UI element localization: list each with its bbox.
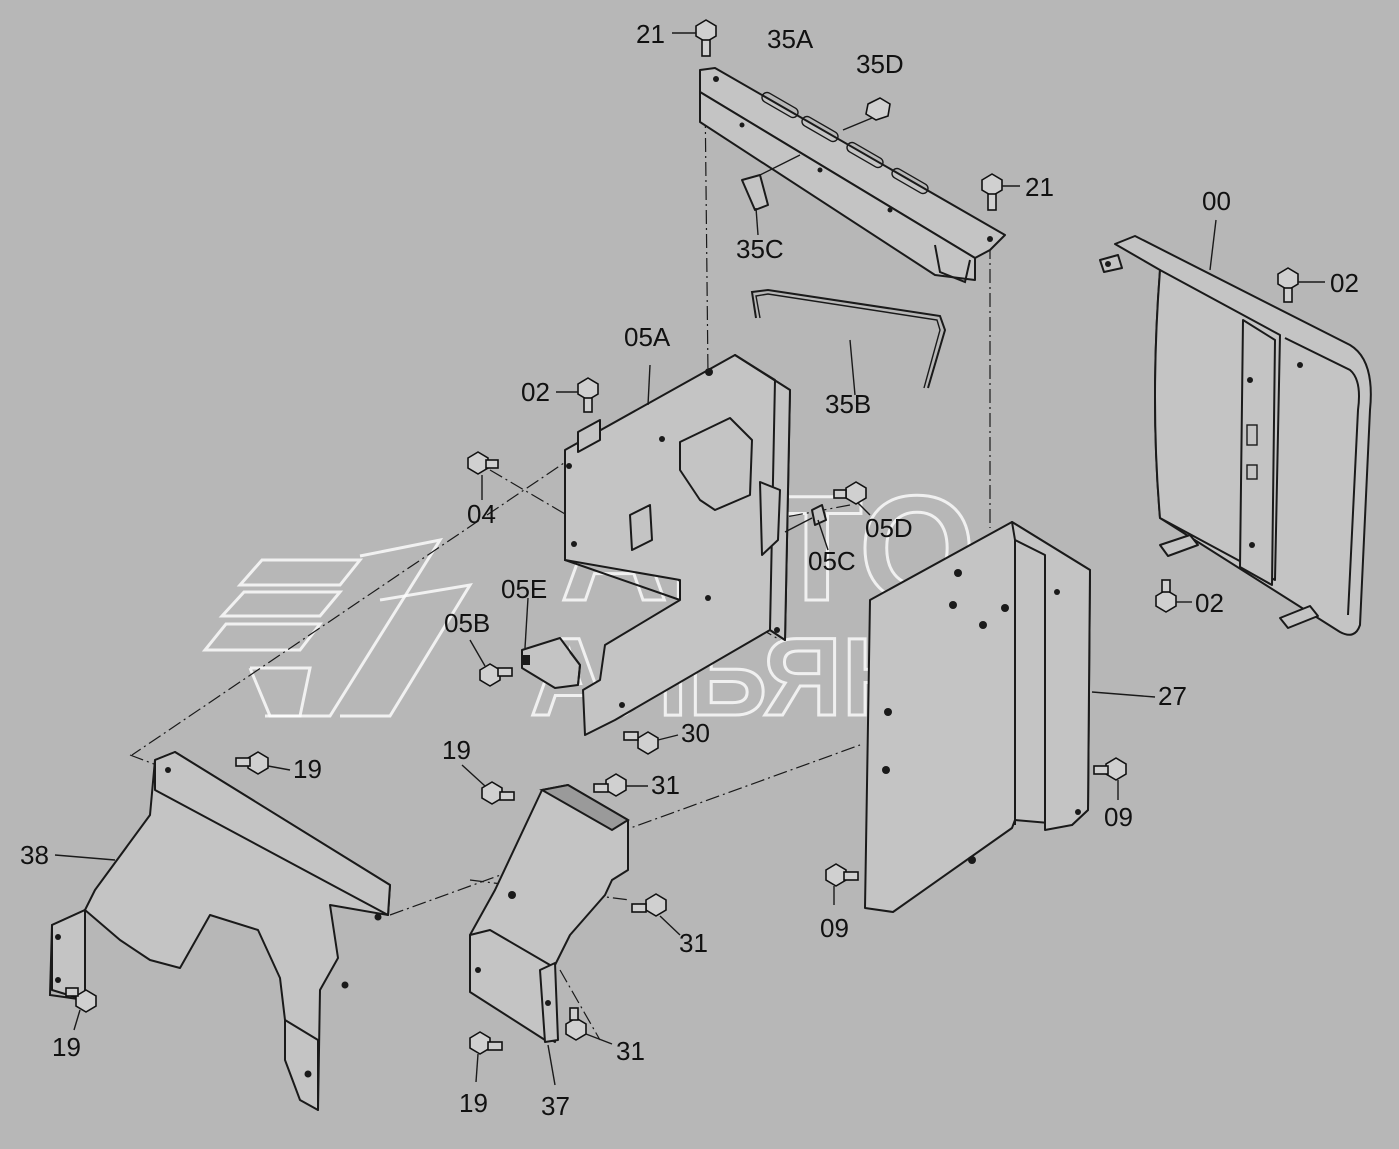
bolt-05B bbox=[469, 639, 513, 687]
bolt-19-a bbox=[235, 751, 291, 775]
label-35A: 35A bbox=[767, 24, 814, 54]
part-35D-bolt bbox=[842, 97, 891, 131]
bolt-09-right bbox=[1093, 757, 1127, 800]
part-05C-clip bbox=[784, 504, 829, 551]
part-35A-channel-bracket bbox=[699, 67, 1006, 284]
bolt-30 bbox=[623, 731, 679, 755]
part-05E-bracket bbox=[521, 597, 582, 689]
label-19-b: 19 bbox=[293, 754, 322, 784]
bolt-21-top bbox=[672, 19, 717, 57]
label-05C: 05C bbox=[808, 546, 856, 576]
label-35B: 35B bbox=[825, 389, 871, 419]
bolt-19-c bbox=[65, 987, 97, 1031]
bolts bbox=[65, 19, 1325, 1083]
label-05A: 05A bbox=[624, 322, 671, 352]
bolt-04 bbox=[467, 451, 499, 500]
label-05B: 05B bbox=[444, 608, 490, 638]
part-38-cover bbox=[48, 751, 391, 1111]
label-21-top: 21 bbox=[636, 19, 665, 49]
bolt-02-right-top bbox=[1277, 267, 1325, 303]
label-05D: 05D bbox=[865, 513, 913, 543]
label-05E: 05E bbox=[501, 574, 547, 604]
bolt-31-b bbox=[631, 893, 681, 936]
label-19-a: 19 bbox=[442, 735, 471, 765]
part-35B-rod bbox=[750, 288, 947, 396]
part-27-side-panel bbox=[864, 521, 1156, 913]
bolt-19-d bbox=[469, 1031, 503, 1083]
label-09-right: 09 bbox=[1104, 802, 1133, 832]
bolt-19-b bbox=[461, 764, 515, 805]
label-30: 30 bbox=[681, 718, 710, 748]
part-37-bracket bbox=[469, 783, 630, 1086]
label-35D: 35D bbox=[856, 49, 904, 79]
label-35C: 35C bbox=[736, 234, 784, 264]
bolt-02-left bbox=[556, 377, 599, 413]
label-19-c: 19 bbox=[52, 1032, 81, 1062]
part-labels: 21 35A 35D 21 00 02 35C 05A 02 35B 04 05… bbox=[20, 19, 1359, 1121]
label-02-right-bottom: 02 bbox=[1195, 588, 1224, 618]
bolt-05D bbox=[833, 481, 871, 516]
label-38: 38 bbox=[20, 840, 49, 870]
label-19-d: 19 bbox=[459, 1088, 488, 1118]
part-05A-bracket bbox=[564, 354, 791, 736]
label-00: 00 bbox=[1202, 186, 1231, 216]
label-37: 37 bbox=[541, 1091, 570, 1121]
bolt-21-right bbox=[981, 173, 1020, 211]
part-00-frame bbox=[1099, 219, 1372, 636]
bolt-31-c bbox=[565, 1007, 613, 1045]
label-27: 27 bbox=[1158, 681, 1187, 711]
label-21-right: 21 bbox=[1025, 172, 1054, 202]
bolt-09-bottom bbox=[825, 863, 859, 905]
bolt-31-a bbox=[593, 773, 648, 797]
part-35C-clip bbox=[741, 154, 801, 236]
label-31-a: 31 bbox=[651, 770, 680, 800]
bolt-02-right-bottom bbox=[1155, 579, 1192, 613]
label-02-left: 02 bbox=[521, 377, 550, 407]
label-04: 04 bbox=[467, 499, 496, 529]
label-02-right-top: 02 bbox=[1330, 268, 1359, 298]
label-09-bottom: 09 bbox=[820, 913, 849, 943]
label-31-b: 31 bbox=[679, 928, 708, 958]
label-31-c: 31 bbox=[616, 1036, 645, 1066]
